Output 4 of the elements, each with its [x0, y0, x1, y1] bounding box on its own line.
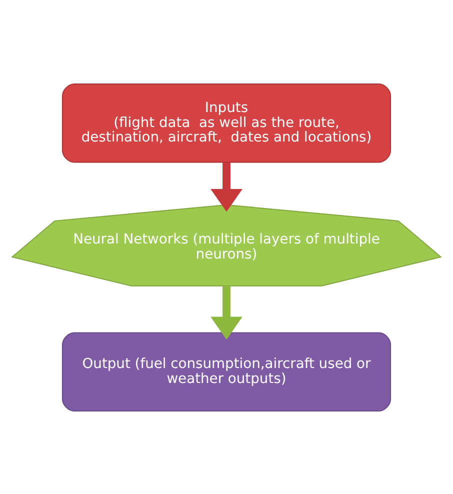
arrow: [210, 286, 242, 340]
arrow: [210, 162, 242, 212]
node-box: Inputs (flight data as well as the route, destination, aircraft, dates and locations): [62, 82, 392, 162]
node-box: Output (fuel consumption,aircraft used or weather outputs): [62, 332, 392, 412]
